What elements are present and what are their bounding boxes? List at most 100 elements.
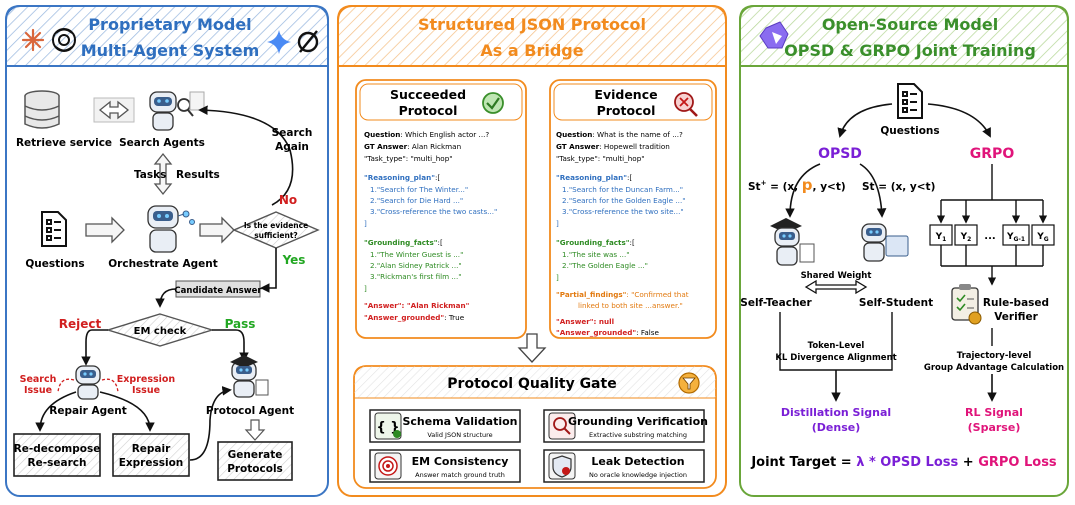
svg-text:"Reasoning_plan":[: "Reasoning_plan":[: [556, 173, 632, 182]
svg-text:"Grounding_facts":[: "Grounding_facts":[: [364, 238, 443, 247]
reject-label: Reject: [59, 317, 102, 331]
trajectory-label-2: Group Advantage Calculation: [924, 363, 1064, 373]
token-level-label-2: KL Divergence Alignment: [775, 353, 896, 363]
generate-protocols-box: [217, 441, 293, 481]
arrow-orchestrate-to-check: [199, 216, 235, 244]
evid-fact-item: 2."The Golden Eagle ...": [562, 261, 648, 270]
anthropic-logo-icon: [21, 28, 45, 52]
repair-expression-label-2: Expression: [119, 457, 184, 469]
evid-grounded-val: : False: [636, 328, 659, 337]
orchestrate-agent-robot-icon: [147, 205, 195, 253]
opsd-label: OPSD: [818, 146, 862, 162]
svg-text:]: ]: [364, 284, 367, 293]
y1-sub: 1: [942, 236, 946, 243]
open-model-logo-icon: [759, 21, 789, 49]
evid-plan-item: 2."Search for the Golden Eagle ...": [562, 196, 686, 205]
distillation-signal-label-2: (Dense): [812, 421, 861, 434]
retrieve-service-label: Retrieve service: [16, 137, 112, 149]
shield-alert-icon: [548, 452, 576, 480]
succ-plan-item: 3."Cross-reference the two casts...": [370, 207, 497, 216]
em-check-diamond: [105, 313, 215, 347]
em-consistency-sub: Answer match ground truth: [415, 471, 505, 479]
search-issue-label-2: Issue: [24, 385, 52, 396]
search-issue-dashed: [57, 378, 75, 393]
y-ellipsis: ...: [984, 231, 995, 242]
arrow-to-redecompose: [35, 391, 77, 432]
distillation-signal-label-1: Distillation Signal: [781, 406, 891, 419]
protocol-agent-robot-icon: [230, 355, 269, 398]
joint-target-d: GRPO Loss: [978, 455, 1057, 470]
svg-text:"Grounding_facts":[: "Grounding_facts":[: [556, 238, 635, 247]
succ-plan-item: 2."Search for Die Hard ...": [370, 196, 463, 205]
search-again-label-2: Again: [275, 141, 309, 153]
svg-text:]: ]: [556, 219, 559, 228]
results-label: Results: [176, 169, 220, 181]
st-plain: St = (x, y<t): [862, 181, 935, 193]
evid-fact-item: 1."The site was ...": [562, 250, 630, 259]
expression-issue-label-1: Expression: [117, 374, 176, 385]
protocol-agent-label: Protocol Agent: [206, 405, 294, 417]
search-again-arrow: [198, 105, 294, 206]
double-arrow-icon: [93, 97, 135, 123]
verifier-clipboard-icon: [951, 284, 982, 325]
arrow-to-student: [859, 163, 887, 218]
arrow-to-repair-expression: [99, 391, 155, 432]
grok-logo-icon: [297, 30, 319, 53]
arrow-to-grpo: [927, 103, 991, 138]
svg-text:]: ]: [556, 273, 559, 282]
mid-panel-title-line2: As a Bridge: [480, 41, 583, 60]
svg-text:"Partial_findings": "Confirme: "Partial_findings": "Confirmed that: [556, 290, 689, 299]
svg-text:Question: What is the name of: Question: What is the name of ...?: [556, 130, 683, 139]
self-student-label: Self-Student: [859, 297, 933, 309]
shared-weight-label: Shared Weight: [801, 271, 872, 281]
rl-signal-label-1: RL Signal: [965, 406, 1023, 419]
svg-text:Y1: Y1: [935, 232, 947, 243]
evidence-title-2: Protocol: [597, 103, 656, 118]
leak-detection-title: Leak Detection: [591, 455, 684, 468]
tasks-results-arrow-icon: [153, 152, 173, 196]
arrow-repair-to-protocol: [189, 386, 232, 461]
left-questions-label: Questions: [25, 258, 84, 270]
evidence-protocol-card: [549, 79, 717, 339]
shared-weight-arrow: [804, 279, 868, 295]
search-again-label-1: Search: [272, 127, 313, 139]
svg-text:]: ]: [364, 219, 367, 228]
evid-task-type: "Task_type": "multi_hop": [556, 154, 645, 163]
svg-text:YG: YG: [1036, 232, 1049, 243]
evid-facts-key: "Grounding_facts": [556, 238, 630, 247]
generate-protocols-label-2: Protocols: [227, 463, 283, 475]
gemini-logo-icon: [267, 30, 291, 54]
joint-target-a: Joint Target =: [750, 455, 856, 470]
succ-fact-item: 2."Alan Sidney Patrick ...": [370, 261, 462, 270]
st-plus-c: , y<t): [813, 181, 846, 193]
svg-text:"Answer_grounded": False: "Answer_grounded": False: [556, 328, 659, 337]
joint-target-b: λ * OPSD Loss: [856, 455, 958, 470]
right-panel-title-line2: OPSD & GRPO Joint Training: [784, 41, 1036, 60]
left-panel-title-line2: Multi-Agent System: [81, 41, 260, 60]
target-icon: [374, 452, 402, 480]
y1-label: Y: [935, 232, 943, 242]
succ-answer: "Answer": "Alan Rickman": [364, 301, 470, 310]
evid-partial-val-2: linked to both site ...answer.": [578, 301, 683, 310]
y2-label: Y: [960, 232, 968, 242]
panel-middle: Structured JSON Protocol As a Bridge Suc…: [337, 5, 727, 497]
repair-agent-robot-icon: [75, 365, 101, 400]
left-panel-title-line1: Proprietary Model: [88, 15, 251, 34]
pass-arrow: [212, 329, 249, 362]
arrow-to-teacher: [785, 163, 821, 218]
st-plus-p: p: [802, 176, 813, 194]
grpo-label: GRPO: [970, 146, 1015, 162]
repair-expression-box: [112, 433, 190, 477]
svg-text:St+ = (x, p, y<t): St+ = (x, p, y<t): [748, 176, 846, 194]
yg1-sub: G-1: [1013, 236, 1025, 243]
arrow-to-opsd: [837, 103, 893, 138]
succ-fact-item: 3."Rickman's first film ...": [370, 272, 462, 281]
redecompose-label-1: Re-decompose: [14, 443, 101, 455]
yes-arrow: [260, 248, 277, 293]
token-level-label-1: Token-Level: [808, 341, 865, 351]
magnifier-x-icon: [674, 92, 698, 117]
evid-partial-key: "Partial_findings": [556, 290, 627, 299]
evid-plan-key: "Reasoning_plan": [556, 173, 627, 182]
yes-label: Yes: [282, 253, 306, 267]
